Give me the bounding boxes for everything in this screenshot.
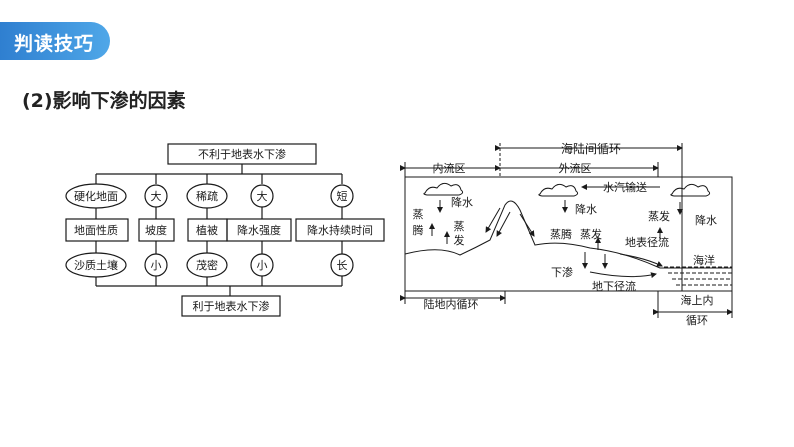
surface-runoff-label: 地表径流 [625, 235, 669, 249]
evaporation-sea-label: 蒸发 [648, 209, 670, 223]
sea-cycle-label-1: 海上内 [681, 293, 714, 307]
factor-diagram [65, 143, 385, 317]
intensity-bottom: 小 [257, 259, 268, 272]
slope-bottom: 小 [151, 259, 162, 272]
infiltration-label: 下渗 [551, 265, 573, 279]
vegetation-top: 稀疏 [196, 189, 218, 203]
sea-land-cycle-label: 海陆间循环 [561, 141, 621, 156]
vegetation-bottom: 茂密 [196, 258, 218, 272]
slope-label: 坡度 [145, 223, 167, 237]
unfavorable-label: 不利于地表水下渗 [198, 147, 286, 161]
slope-top: 大 [151, 189, 162, 203]
water-cycle-diagram [400, 143, 733, 318]
cycle-labels: 海陆间循环 内流区 外流区 水汽输送 降水 降水 降水 蒸 腾 蒸 发 蒸腾 蒸… [413, 141, 718, 327]
precip-label-2: 降水 [575, 202, 597, 216]
evap-label-1b: 腾 [413, 223, 424, 237]
section-title: (2)影响下渗的因素 [22, 90, 186, 112]
intensity-top: 大 [257, 189, 268, 203]
duration-bottom: 长 [337, 259, 348, 272]
section-badge: 判读技巧 [0, 22, 110, 60]
intensity-label: 降水强度 [237, 223, 281, 237]
duration-top: 短 [337, 189, 348, 203]
precip-label-1: 降水 [451, 195, 473, 209]
inland-area-label: 内流区 [433, 161, 466, 175]
transpiration-label: 蒸腾 [550, 227, 572, 241]
evap-label-2a: 蒸 [454, 220, 465, 233]
evap-label-1a: 蒸 [413, 208, 424, 221]
surface-top: 硬化地面 [74, 189, 118, 203]
favorable-label: 利于地表水下渗 [193, 299, 270, 313]
surface-bottom: 沙质土壤 [74, 258, 118, 272]
duration-label: 降水持续时间 [307, 223, 373, 237]
section-badge-label: 判读技巧 [14, 33, 95, 55]
sea-cycle-label-2: 循环 [686, 314, 708, 327]
precip-label-3: 降水 [695, 213, 717, 227]
land-cycle-label: 陆地内循环 [424, 297, 479, 311]
vegetation-label: 植被 [196, 223, 218, 237]
outflow-area-label: 外流区 [559, 161, 592, 175]
evap-label-2b: 发 [454, 233, 465, 247]
surface-label: 地面性质 [74, 223, 118, 237]
favorable-box [181, 295, 281, 317]
ocean-label: 海洋 [693, 253, 715, 267]
evaporation-label: 蒸发 [580, 227, 602, 241]
vapor-transport-label: 水汽输送 [603, 180, 647, 194]
groundwater-label: 地下径流 [592, 279, 636, 293]
factor-labels: 不利于地表水下渗 利于地表水下渗 硬化地面 地面性质 沙质土壤 大 坡度 小 稀… [74, 147, 373, 313]
